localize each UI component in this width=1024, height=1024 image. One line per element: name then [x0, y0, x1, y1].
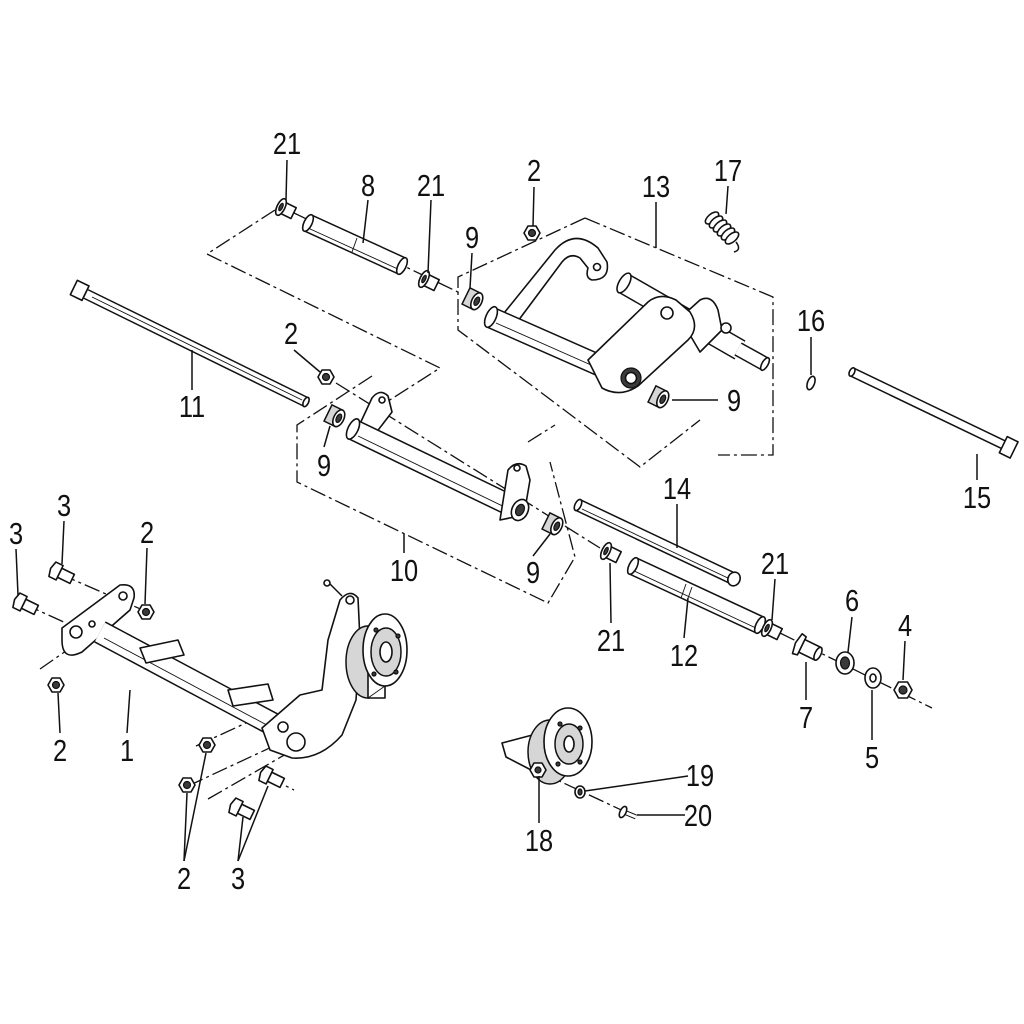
callout-label: 9 — [727, 384, 741, 419]
callout-label: 3 — [9, 517, 23, 552]
callout-label: 2 — [284, 317, 298, 352]
callout-label: 7 — [799, 701, 813, 736]
hex-bolt — [48, 561, 76, 585]
flat-washer — [864, 667, 882, 689]
callout-label: 20 — [684, 799, 712, 834]
callout-label: 6 — [845, 584, 859, 619]
callout-label: 17 — [714, 154, 742, 189]
hex-nut — [523, 225, 541, 241]
retaining-clip — [806, 375, 816, 391]
small-washer — [574, 785, 586, 799]
small-screw — [618, 805, 637, 820]
hex-bolt — [228, 797, 256, 821]
coil-spring — [704, 211, 740, 253]
callout-label: 2 — [177, 862, 191, 897]
hex-bolt — [258, 765, 286, 789]
flanged-sleeve — [791, 632, 823, 661]
rubber-engine-mount — [501, 707, 593, 785]
link-tube — [345, 391, 531, 522]
callout-label: 5 — [865, 741, 879, 776]
long-rod — [69, 279, 310, 408]
sleeve-pin-lower — [626, 556, 767, 635]
spring-washer — [835, 651, 855, 675]
callout-label: 21 — [273, 127, 301, 162]
hex-nut — [178, 777, 196, 793]
callout-label: 11 — [179, 390, 205, 425]
callout-label: 14 — [663, 472, 691, 507]
rubber-bushing — [323, 403, 346, 428]
upper-link-bracket — [483, 237, 771, 394]
callout-label: 21 — [597, 624, 625, 659]
callout-label: 2 — [140, 516, 154, 551]
hex-nut — [198, 737, 216, 753]
callout-label: 3 — [231, 862, 245, 897]
rubber-bushing — [647, 384, 670, 409]
rubber-bushing — [541, 511, 564, 536]
leader-lines — [15, 159, 978, 862]
callout-labels: 21 8 21 2 13 17 9 16 2 11 9 9 15 3 3 2 1… — [9, 127, 991, 897]
callout-label: 9 — [465, 221, 479, 256]
callout-label: 21 — [761, 547, 789, 582]
callout-label: 21 — [417, 169, 445, 204]
callout-label: 16 — [797, 304, 825, 339]
callout-label: 2 — [527, 154, 541, 189]
callout-label: 2 — [53, 734, 67, 769]
sleeve-pin-upper — [301, 213, 409, 276]
callout-label: 18 — [525, 824, 553, 859]
hex-nut — [317, 369, 335, 385]
rubber-bushing — [461, 286, 484, 311]
main-mount-bracket — [61, 579, 408, 759]
callout-label: 15 — [963, 481, 991, 516]
lock-nut — [893, 681, 913, 699]
callout-label: 12 — [670, 639, 698, 674]
callout-label: 19 — [686, 759, 714, 794]
flanged-bushing — [760, 618, 784, 641]
callout-label: 9 — [317, 449, 331, 484]
hex-bolt — [12, 592, 40, 616]
callout-label: 13 — [642, 170, 670, 205]
hex-nut — [137, 604, 155, 620]
long-bolt — [848, 367, 1019, 459]
flanged-bushing — [274, 197, 298, 220]
shaft-rod — [573, 498, 742, 587]
callout-label: 9 — [526, 556, 540, 591]
callout-label: 3 — [57, 489, 71, 524]
hex-nut — [47, 677, 65, 693]
callout-label: 4 — [898, 609, 912, 644]
flanged-bushing — [599, 541, 623, 564]
callout-label: 1 — [120, 734, 134, 769]
callout-label: 8 — [361, 169, 375, 204]
callout-label: 10 — [390, 554, 418, 589]
